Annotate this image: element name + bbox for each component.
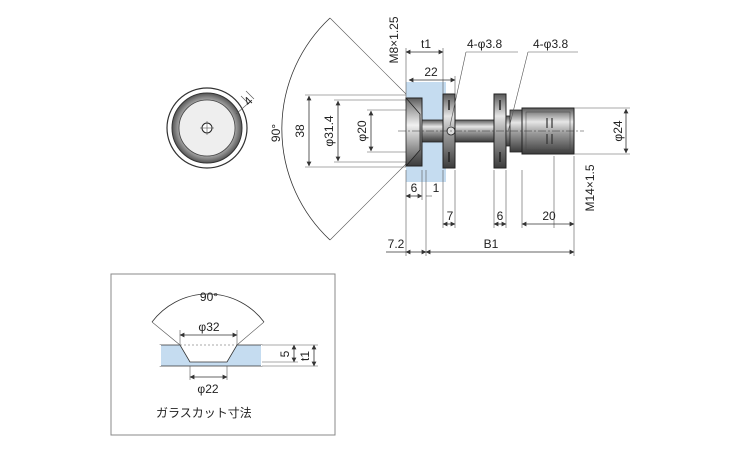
dim-7: 7	[447, 209, 454, 223]
dim-20: 20	[542, 209, 556, 223]
dim-dia-31-4: φ31.4	[322, 99, 410, 163]
dim-38: 38	[293, 94, 410, 168]
glass-angle-label: 90°	[200, 290, 218, 304]
svg-text:φ20: φ20	[355, 120, 369, 141]
dim-6-a: 6	[411, 181, 418, 195]
right-dimensions: φ24 M14×1.5	[574, 107, 630, 212]
angle-arc-group: 90°	[269, 17, 411, 241]
hole-right-leader	[507, 51, 529, 133]
fitting-side-view	[398, 93, 584, 169]
angle-label: 90°	[269, 124, 283, 142]
thread-bottom-label: M14×1.5	[583, 164, 597, 211]
front-dim-4: 4	[241, 94, 256, 109]
dim-t1-top: t1	[421, 37, 431, 51]
top-dimensions: M8×1.25 t1 22 4-φ3.8 4-φ3.8	[387, 16, 578, 133]
glass-depth: 5	[278, 350, 292, 357]
glass-cut-frame	[110, 273, 336, 436]
front-view: 4	[166, 87, 256, 169]
dim-6-b: 6	[497, 209, 504, 223]
dim-dia-24: φ24	[611, 120, 625, 141]
glass-top-dia: φ32	[198, 320, 219, 334]
glass-cut-title: ガラスカット寸法	[156, 406, 252, 420]
bottom-dimensions: 6 1 7 6 20 7.2 B1	[386, 156, 575, 256]
hole-left-leader	[449, 51, 467, 127]
svg-text:38: 38	[293, 124, 307, 138]
dim-b1: B1	[484, 237, 499, 251]
dim-7-2: 7.2	[388, 237, 405, 251]
glass-thickness: t1	[298, 351, 312, 361]
front-dim-leader	[235, 99, 253, 115]
angle-arc	[281, 17, 331, 241]
glass-bottom-dia: φ22	[197, 382, 218, 396]
hole-left-label: 4-φ3.8	[467, 37, 502, 51]
hole-right-label: 4-φ3.8	[533, 37, 568, 51]
dim-1: 1	[433, 181, 440, 195]
dim-22: 22	[424, 65, 438, 79]
thread-top-label: M8×1.25	[387, 16, 401, 63]
glass-cut-detail: 90° φ32 φ22 5 t1 ガラスカット寸法	[110, 273, 336, 436]
svg-text:φ31.4: φ31.4	[322, 115, 336, 146]
